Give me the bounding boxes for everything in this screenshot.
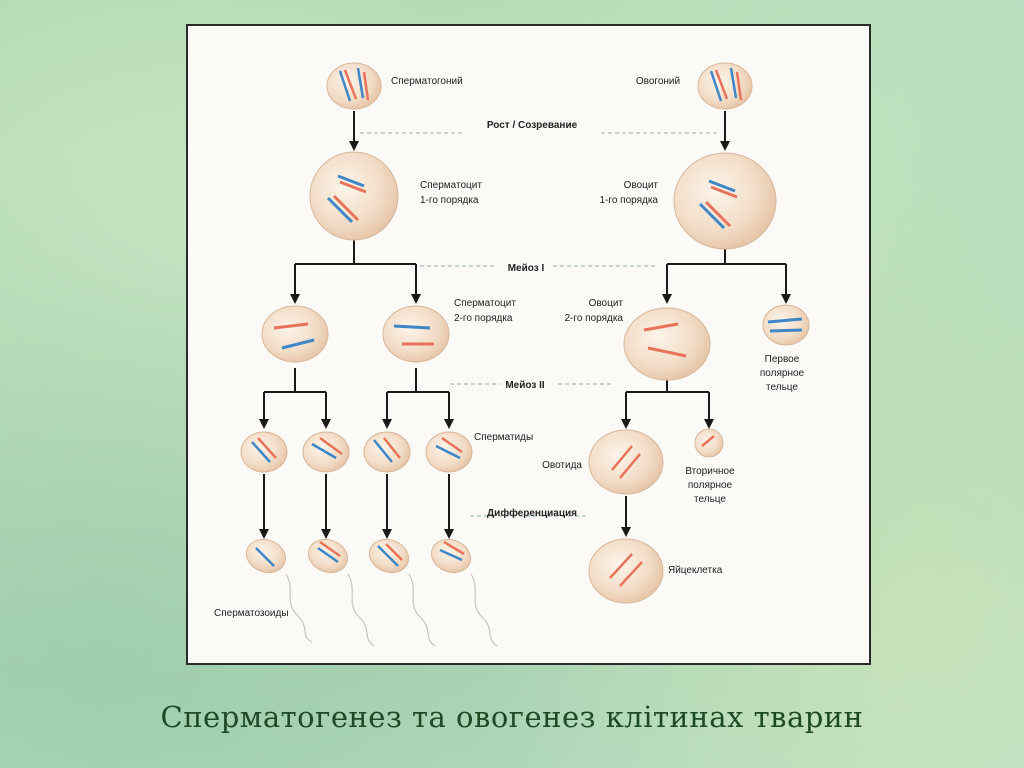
label-egg: Яйцеклетка bbox=[668, 565, 723, 576]
spermatid-cell bbox=[240, 431, 288, 473]
arrows bbox=[259, 111, 791, 539]
stage-differentiation: Дифференциация bbox=[487, 507, 577, 519]
label-spermatogonium: Сперматогоний bbox=[391, 76, 463, 87]
label-spermatocyte-1-b: 1-го порядка bbox=[420, 195, 479, 206]
spermatozoon bbox=[245, 538, 313, 643]
label-polar-body-1-a: Первое bbox=[765, 354, 800, 365]
label-spermatocyte-1-a: Сперматоцит bbox=[420, 180, 482, 191]
spermatogonium-cell bbox=[326, 62, 382, 110]
label-oogonium: Овогоний bbox=[636, 76, 680, 87]
ootid-cell bbox=[588, 429, 664, 495]
label-oocyte-2-b: 2-го порядка bbox=[565, 313, 624, 324]
spermatocyte-1-cell bbox=[309, 151, 399, 241]
label-oocyte-1-a: Овоцит bbox=[624, 180, 659, 191]
oocyte-1-cell bbox=[673, 152, 777, 250]
egg-cell bbox=[588, 538, 664, 604]
spermatozoon bbox=[368, 538, 436, 647]
spermatid-cell bbox=[363, 431, 411, 473]
slide-caption: Сперматогенез та овогенез клітинах твари… bbox=[160, 700, 864, 734]
label-spermatozoa: Сперматозоиды bbox=[214, 608, 289, 619]
spermatocyte-2-left-cell bbox=[261, 305, 329, 363]
label-polar-body-1-b: полярное bbox=[760, 368, 805, 379]
polar-body-1-cell bbox=[762, 304, 810, 346]
stage-lines bbox=[360, 132, 718, 517]
gametogenesis-diagram: Рост / Созревание Мейоз I Мейоз II Диффе… bbox=[214, 62, 810, 647]
label-ootid: Овотида bbox=[542, 460, 582, 471]
label-spermatocyte-2-a: Сперматоцит bbox=[454, 298, 516, 309]
oogonium-cell bbox=[697, 62, 753, 110]
label-polar-body-2-b: полярное bbox=[688, 480, 733, 491]
spermatozoon bbox=[307, 538, 375, 647]
label-polar-body-1-c: тельце bbox=[766, 382, 798, 393]
spermatocyte-2-right-cell bbox=[382, 305, 450, 363]
diagram-panel: Рост / Созревание Мейоз I Мейоз II Диффе… bbox=[186, 24, 871, 665]
label-spermatocyte-2-b: 2-го порядка bbox=[454, 313, 513, 324]
stage-growth: Рост / Созревание bbox=[487, 120, 578, 131]
spermatid-cell bbox=[302, 431, 350, 473]
label-polar-body-2-a: Вторичное bbox=[685, 466, 735, 477]
spermatozoon bbox=[430, 538, 498, 647]
stage-meiosis-1: Мейоз I bbox=[508, 263, 545, 274]
spermatid-cell bbox=[425, 431, 473, 473]
label-oocyte-2-a: Овоцит bbox=[589, 298, 624, 309]
oocyte-2-cell bbox=[623, 307, 711, 381]
polar-body-2-cell bbox=[694, 428, 724, 458]
stage-meiosis-2: Мейоз II bbox=[505, 380, 545, 391]
label-oocyte-1-b: 1-го порядка bbox=[600, 195, 659, 206]
label-polar-body-2-c: тельце bbox=[694, 494, 726, 505]
label-spermatids: Сперматиды bbox=[474, 432, 533, 443]
